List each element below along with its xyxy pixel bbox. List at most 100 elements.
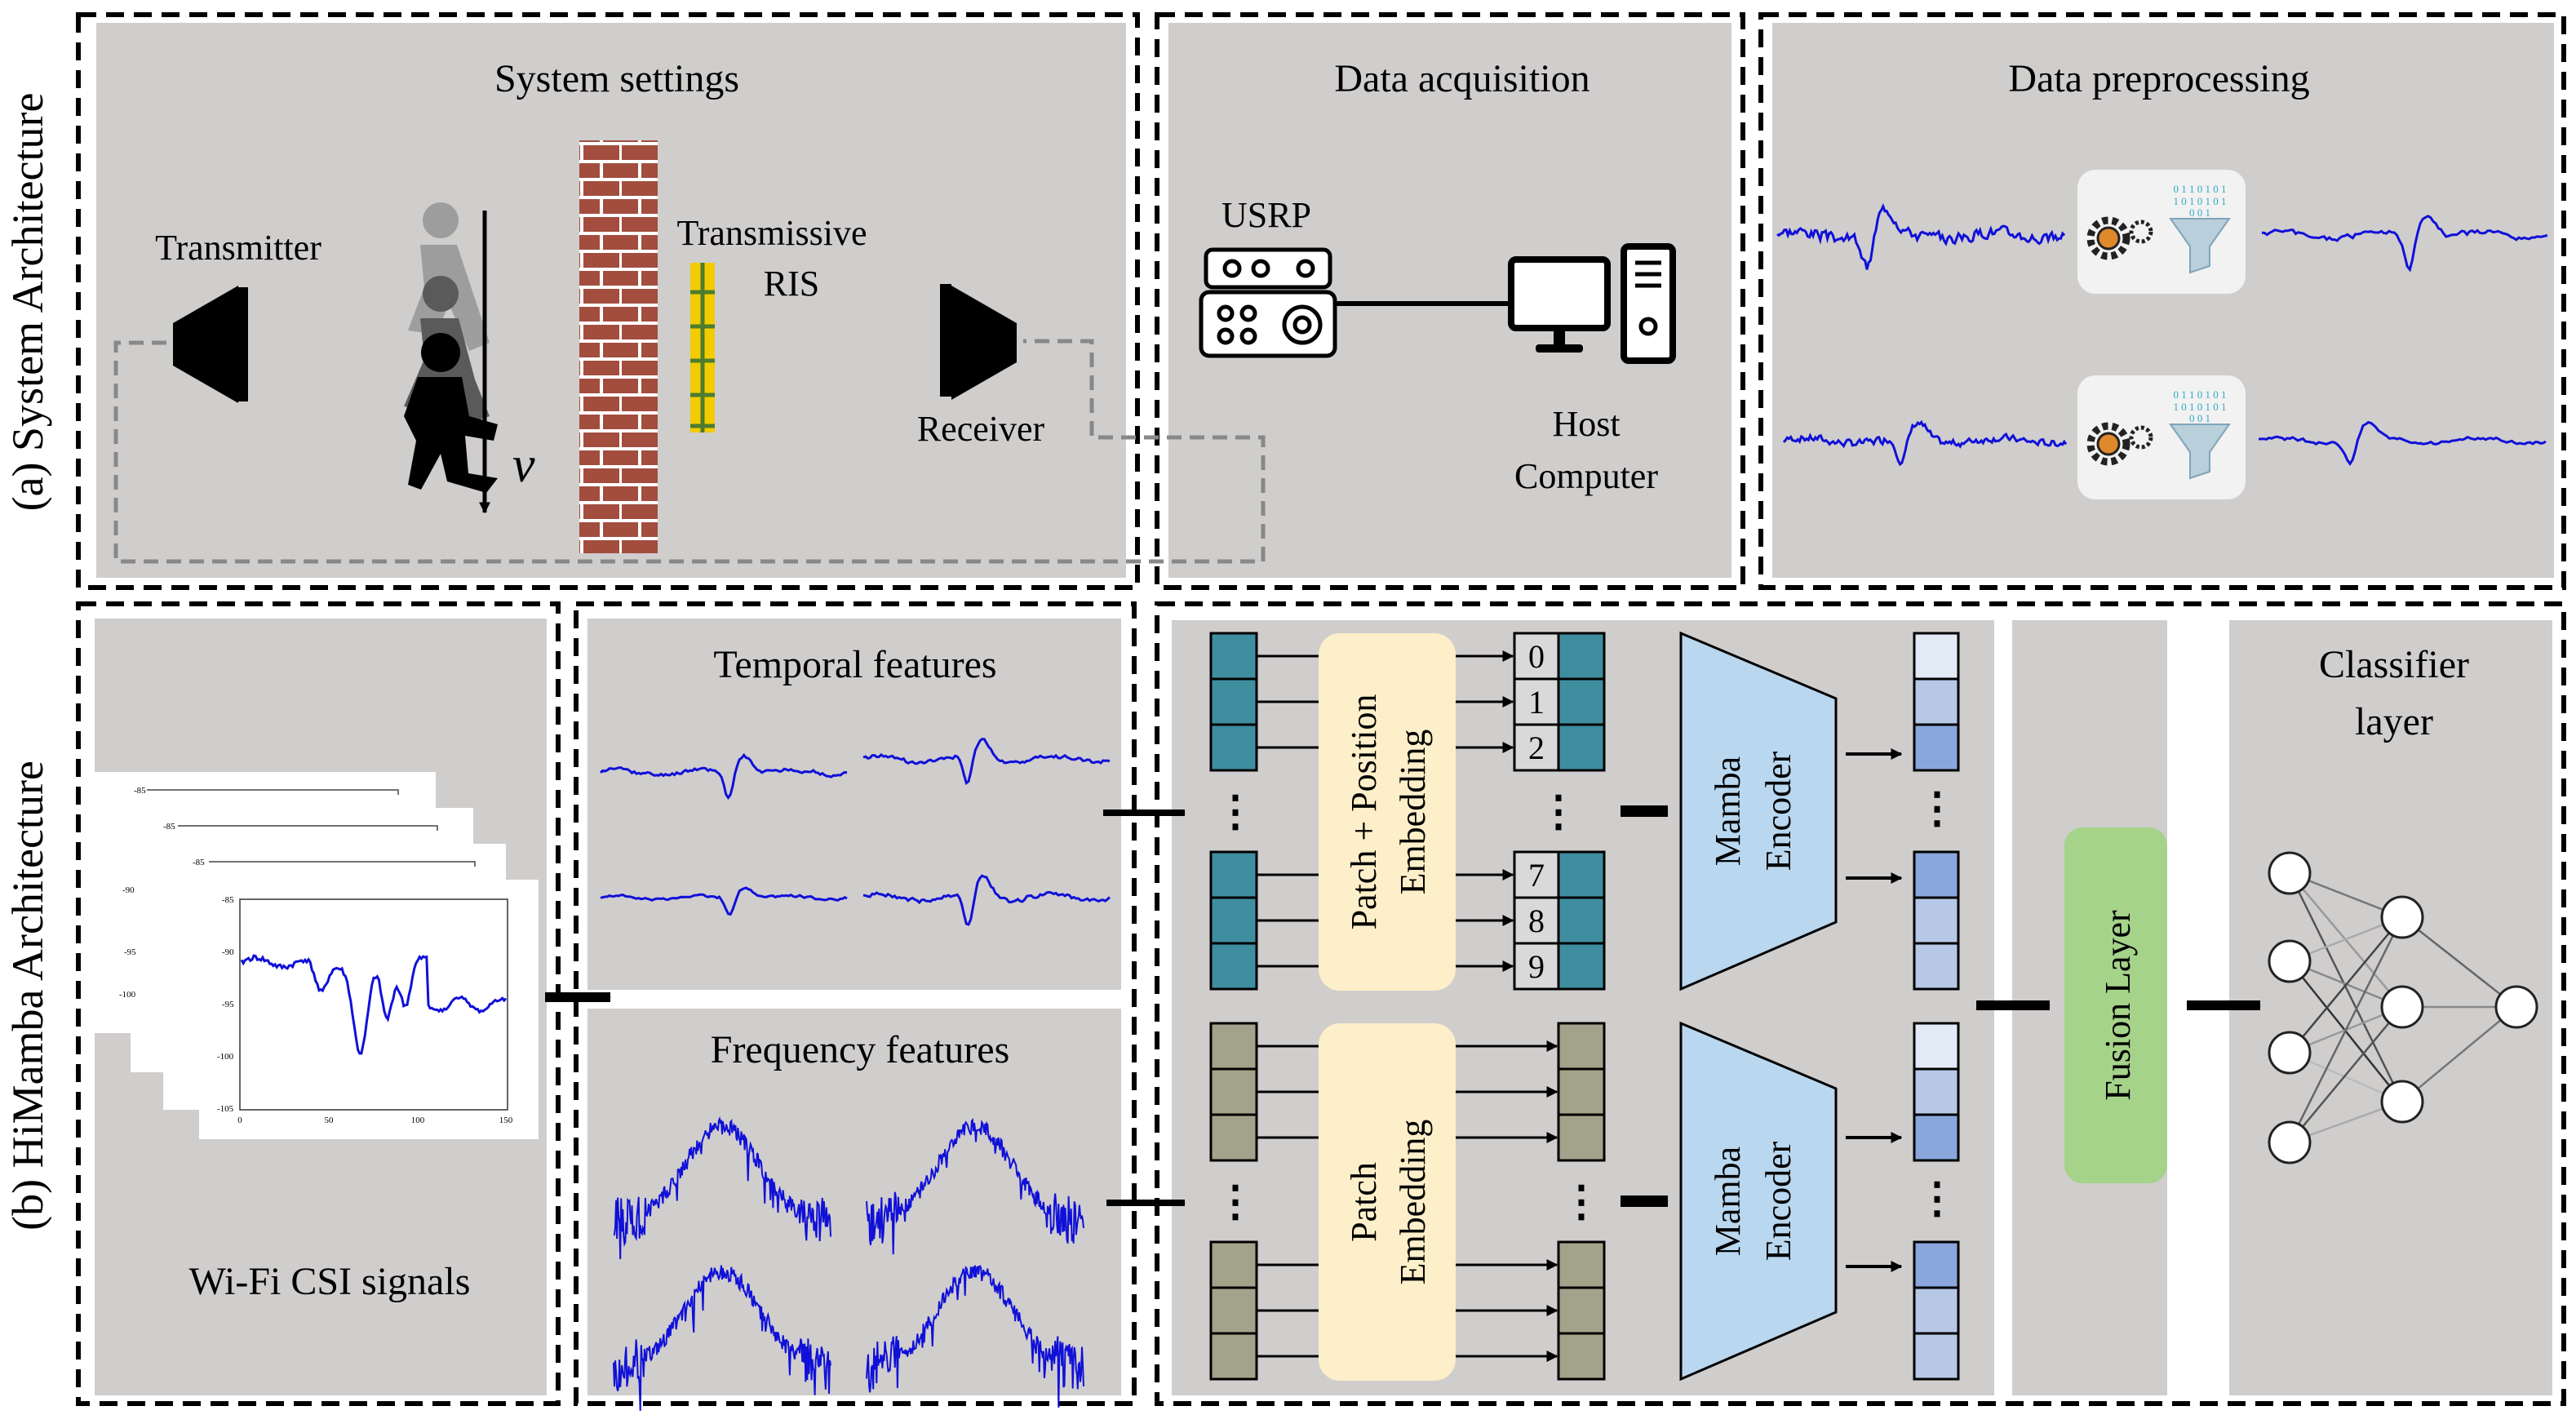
ellipsis: ⋮ — [1916, 1176, 1958, 1222]
token-cell — [1913, 1332, 1960, 1381]
token-cell — [1913, 1113, 1960, 1162]
patch-embedding-line1: Patch — [1344, 1162, 1384, 1242]
fusion-layer-label: Fusion Layer — [2098, 910, 2138, 1101]
patch-cell — [1557, 896, 1606, 945]
usrp-device-icon — [1199, 247, 1337, 358]
csi-tick-y: -85 — [222, 895, 234, 905]
token-cell — [1913, 850, 1960, 899]
token-cell — [1913, 1286, 1960, 1335]
patch-cell — [1557, 850, 1606, 899]
token-cell — [1913, 896, 1960, 945]
nn-node — [2380, 895, 2424, 939]
velocity-label: v — [512, 437, 535, 493]
binary-text-1b: 1 0 1 0 1 0 1 — [2174, 195, 2227, 207]
csi-tick-x: 0 — [237, 1116, 242, 1125]
ellipsis: ⋮ — [1560, 1179, 1603, 1226]
bottom-input-patches — [1209, 1022, 1258, 1381]
filter-box-2: 0 1 1 0 1 0 1 1 0 1 0 1 0 1 0 0 1 — [2077, 375, 2246, 499]
csi-front-curve — [240, 954, 508, 1055]
position-index: 8 — [1528, 903, 1545, 939]
patch-cell — [1557, 723, 1606, 772]
patch-cell — [1557, 1022, 1606, 1071]
ellipsis: ⋮ — [1214, 789, 1257, 836]
csi-tick-y: -90 — [222, 947, 234, 957]
dashed-outlines — [76, 12, 2566, 1406]
patch-position-embedding-line1: Patch + Position — [1344, 694, 1384, 930]
panel-frequency-features — [587, 1009, 1121, 1395]
binary-text-1c: 0 0 1 — [2189, 206, 2210, 219]
mamba-encoder-top-line1: Mamba — [1708, 756, 1748, 866]
patch-cell — [1209, 1067, 1258, 1116]
patch-cell — [1557, 1286, 1606, 1335]
position-index: 7 — [1528, 857, 1545, 894]
data-preprocessing-title: Data preprocessing — [2008, 57, 2309, 100]
temporal-signal-2 — [862, 738, 1111, 785]
csi-stack-ticks: -85 -85 -85 -90 -95 -100 — [119, 786, 205, 1000]
csi-stack-tick: -100 — [119, 990, 136, 1000]
usrp-label: USRP — [1221, 195, 1311, 235]
brick-wall-icon — [579, 140, 658, 553]
mamba-encoder-top — [1679, 631, 1838, 991]
temporal-features-title: Temporal features — [713, 643, 996, 686]
csi-tick-y: -105 — [217, 1104, 234, 1114]
ellipsis: ⋮ — [1537, 789, 1580, 836]
position-index: 2 — [1528, 730, 1545, 766]
funnel-icon — [2169, 424, 2231, 480]
bottom-output-patches — [1557, 1022, 1606, 1381]
ris-panel-icon — [690, 263, 715, 432]
fusion-layer-box — [2064, 827, 2167, 1183]
classifier-title-line2: layer — [2355, 700, 2433, 743]
raw-signal-2 — [1782, 419, 2068, 467]
binary-text-2c: 0 0 1 — [2189, 412, 2210, 424]
nn-node — [2494, 985, 2538, 1029]
transmitter-speaker-icon — [173, 286, 248, 403]
patch-cell — [1209, 677, 1258, 726]
section-label-himamba-architecture: (b) HiMamba Architecture — [3, 761, 52, 1231]
patch-cell — [1557, 942, 1606, 991]
token-cell — [1913, 723, 1960, 772]
csi-tick-y: -100 — [217, 1052, 234, 1062]
ellipsis: ⋮ — [1214, 1179, 1257, 1226]
csi-stack-tick: -85 — [193, 858, 205, 867]
outline-features — [574, 601, 1137, 1406]
ellipses: ⋮ ⋮ ⋮ ⋮ ⋮ ⋮ — [1214, 786, 1958, 1226]
position-index: 0 — [1528, 638, 1545, 675]
binary-text-1a: 0 1 1 0 1 0 1 — [2174, 183, 2227, 195]
patch-cell — [1557, 1240, 1606, 1289]
position-index-labels: 0 1 2 7 8 9 — [1528, 638, 1545, 985]
token-cell — [1913, 942, 1960, 991]
cable-path — [113, 339, 1266, 564]
data-acquisition-title: Data acquisition — [1334, 57, 1589, 100]
raw-signal-1 — [1776, 203, 2066, 270]
host-computer-icon — [1508, 243, 1676, 364]
top-output-patches — [1557, 632, 1606, 991]
nn-node — [2380, 985, 2424, 1029]
token-cell — [1913, 1240, 1960, 1289]
patch-cell — [1557, 677, 1606, 726]
nn-node — [2268, 939, 2312, 983]
outline-system-settings — [76, 12, 1140, 590]
token-cell — [1913, 677, 1960, 726]
patch-cell — [1209, 1022, 1258, 1071]
walking-person-icon — [404, 202, 498, 493]
frequency-spectrum-4 — [866, 1265, 1084, 1408]
nn-node — [2380, 1080, 2424, 1124]
mamba-encoder-bottom-line1: Mamba — [1708, 1147, 1748, 1256]
nn-node — [2268, 1031, 2312, 1075]
outline-model — [1155, 601, 2566, 1406]
nn-node — [2268, 851, 2312, 895]
host-label-line2: Computer — [1514, 456, 1658, 496]
csi-stack-tick: -95 — [124, 947, 136, 957]
ris-label-line1: Transmissive — [676, 213, 867, 253]
outline-csi — [76, 601, 561, 1406]
classifier-network-nodes — [2268, 851, 2538, 1164]
patch-cell — [1557, 632, 1606, 681]
patch-cell — [1209, 850, 1258, 899]
patch-position-embedding-box — [1319, 633, 1456, 991]
csi-label: Wi-Fi CSI signals — [189, 1260, 471, 1303]
patch-cell — [1209, 632, 1258, 681]
mamba-encoder-bottom — [1679, 1021, 1838, 1382]
patch-cell — [1557, 1332, 1606, 1381]
mamba-encoder-bottom-line2: Encoder — [1758, 1141, 1798, 1261]
